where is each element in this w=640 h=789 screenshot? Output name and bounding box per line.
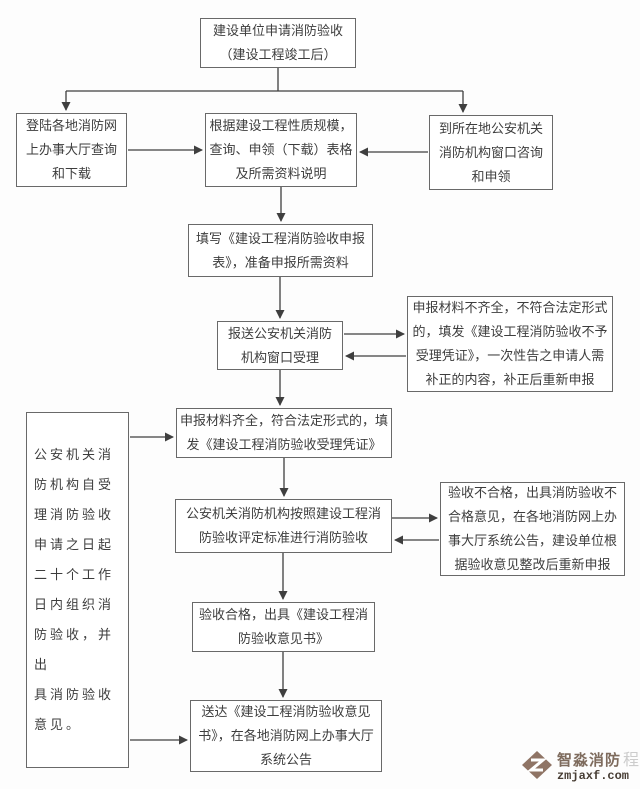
node-submit: 报送公安机关消防 机构窗口受理 — [217, 321, 343, 370]
node-start: 建设单位申请消防验收 （建设工程竣工后） — [200, 18, 356, 68]
node-online-hall: 登陆各地消防网 上办事大厅查询 和下载 — [16, 113, 127, 187]
node-inspection: 公安机关消防机构按照建设工程消 防验收评定标准进行消防验收 — [175, 499, 392, 553]
node-fail: 验收不合格，出具消防验收不 合格意见，在各地消防网上办 事大厅系统公告，建设单位… — [440, 482, 625, 576]
node-pass: 验收合格，出具《建设工程消 防验收意见书》 — [192, 602, 375, 652]
logo-domain-text: zmjaxf.com — [556, 769, 629, 783]
node-incomplete: 申报材料不齐全，不符合法定形式 的，填发《建设工程消防验收不予 受理凭证》，一次… — [407, 296, 613, 392]
node-timeline: 公安机关消 防机构自受 理消防验收 申请之日起 二十个工作 日内组织消 防验收，… — [26, 412, 129, 768]
node-window-consult: 到所在地公安机关 消防机构窗口咨询 和申领 — [429, 115, 553, 190]
zhimiao-logo-icon — [521, 750, 552, 779]
node-deliver: 送达《建设工程消防验收意见 书》，在各地消防网上办事大厅 系统公告 — [190, 700, 382, 772]
node-materials: 根据建设工程性质规模， 查询、申领（下载）表格 及所需资料说明 — [205, 113, 357, 187]
zhimiao-logo: 智淼消防程 zmjaxf.com — [521, 746, 640, 783]
node-accepted: 申报材料齐全，符合法定形式的，填 发《建设工程消防验收受理凭证》 — [176, 408, 392, 458]
logo-brand-text: 智淼消防 — [556, 752, 621, 769]
logo-watermark-text: 程 — [623, 752, 640, 769]
node-fill-form: 填写《建设工程消防验收申报 表》，准备申报所需资料 — [188, 224, 373, 277]
